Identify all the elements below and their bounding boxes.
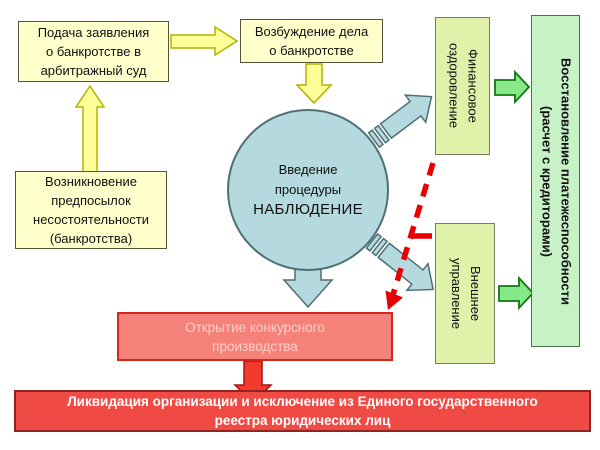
box-financial-rehabilitation: Финансовое оздоровление <box>435 17 490 155</box>
box-solvency-recovery: Восстановление платежеспособности (расче… <box>531 15 580 347</box>
box-opening-line: Открытие конкурсного <box>185 319 325 335</box>
box-external-management-text: Внешнее управление <box>449 257 483 330</box>
circle-observation-procedure: Введение процедуры НАБЛЮДЕНИЕ <box>227 109 389 271</box>
box-case-initiation: Возбуждение дела о банкротстве <box>240 19 383 63</box>
circle-observation-line: процедуры <box>274 182 342 197</box>
box-premise-line: несостоятельности <box>33 212 149 227</box>
box-external-management: Внешнее управление <box>435 223 495 364</box>
arrow-extmgmt-to-recovery-icon <box>498 275 535 311</box>
arrow-filing-to-initiation-icon <box>170 25 239 57</box>
box-liquidation-line: Ликвидация организации и исключение из Е… <box>67 394 538 409</box>
box-liquidation: Ликвидация организации и исключение из Е… <box>14 390 591 432</box>
box-solvency-recovery-text: Восстановление платежеспособности (расче… <box>539 57 574 305</box>
box-initiation-line: Возбуждение дела <box>254 24 369 39</box>
box-initiation-line: о банкротстве <box>269 43 354 58</box>
box-bankruptcy-proceedings-opening: Открытие конкурсного производства <box>117 312 393 361</box>
box-filing-line: Подача заявления <box>37 25 150 40</box>
arrow-observation-to-extmgmt-icon <box>365 232 435 292</box>
box-premise-line: (банкротства) <box>49 231 133 246</box>
dashed-arrow-finrehab-to-opening-icon <box>385 162 436 310</box>
box-premise-line: предпосылок <box>51 193 131 208</box>
circle-observation-line: Введение <box>278 162 338 177</box>
arrow-finrehab-to-recovery-icon <box>494 69 531 105</box>
box-filing-line: арбитражный суд <box>40 63 147 78</box>
box-financial-rehabilitation-text: Финансовое оздоровление <box>446 43 481 129</box>
box-premise-line: Возникновение <box>45 174 137 189</box>
box-opening-line: производства <box>212 338 298 354</box>
box-filing-application: Подача заявления о банкротстве в арбитра… <box>18 21 169 82</box>
arrow-observation-to-finrehab-icon <box>367 94 433 149</box>
box-filing-line: о банкротстве в <box>45 44 142 59</box>
arrow-initiation-to-observation-icon <box>295 63 333 105</box>
box-liquidation-line: реестра юридических лиц <box>214 413 391 428</box>
arrow-premise-to-filing-icon <box>74 84 106 173</box>
box-insolvency-premise: Возникновение предпосылок несостоятельно… <box>15 171 167 249</box>
circle-observation-line: НАБЛЮДЕНИЕ <box>253 201 363 218</box>
